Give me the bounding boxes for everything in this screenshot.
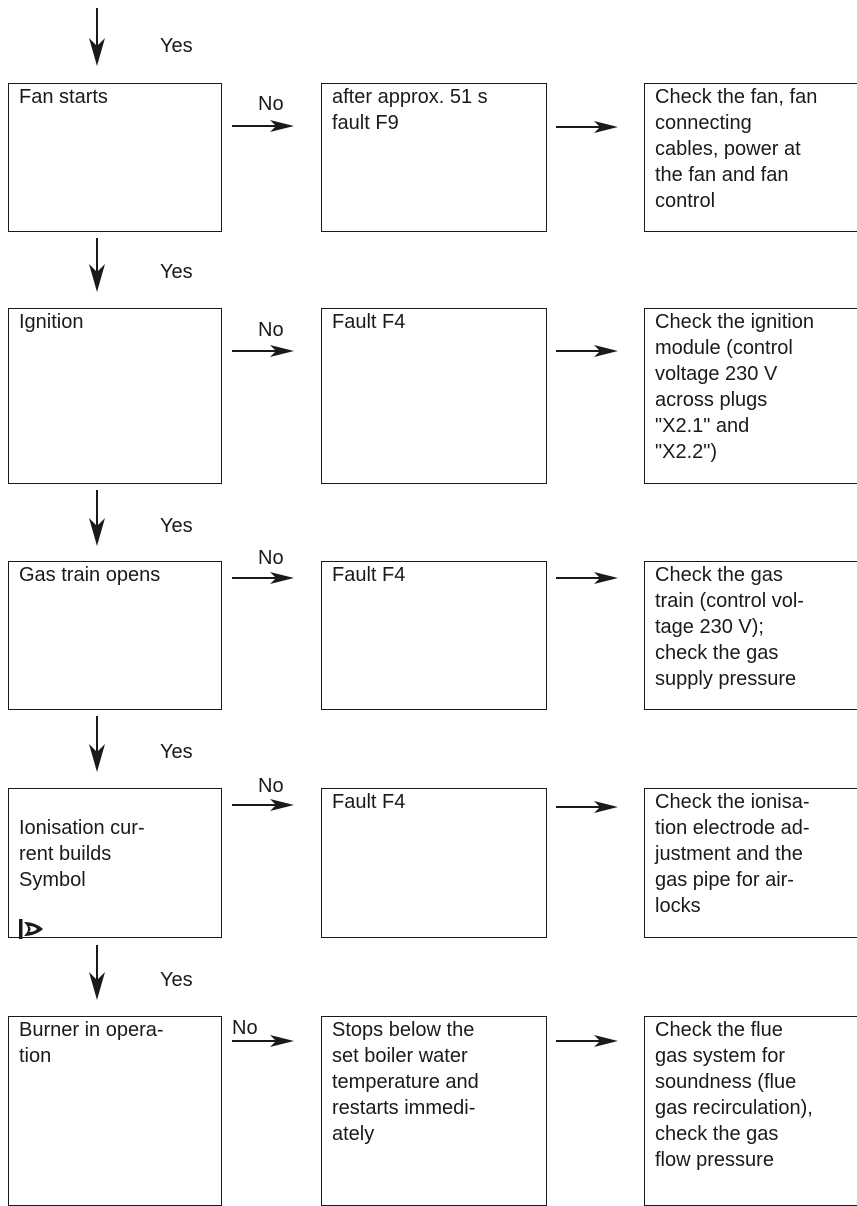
action-check-ionisation: Check the ionisa- tion electrode ad- jus… bbox=[644, 788, 857, 938]
no-label-3: No bbox=[258, 547, 284, 569]
no-label-1: No bbox=[258, 93, 284, 115]
result-fault-f9: after approx. 51 s fault F9 bbox=[321, 83, 547, 232]
no-label-2: No bbox=[258, 319, 284, 341]
condition-ignition: Ignition bbox=[8, 308, 222, 484]
result-fault-f4-gas-train: Fault F4 bbox=[321, 561, 547, 710]
result-stops-restarts: Stops below the set boiler water tempera… bbox=[321, 1016, 547, 1206]
yes-label-2: Yes bbox=[160, 515, 193, 537]
condition-gas-train-opens: Gas train opens bbox=[8, 561, 222, 710]
condition-fan-starts: Fan starts bbox=[8, 83, 222, 232]
no-arrows bbox=[232, 125, 278, 1042]
yes-label-3: Yes bbox=[160, 741, 193, 763]
yes-label-top: Yes bbox=[160, 35, 193, 57]
no-arrowheads bbox=[270, 120, 294, 1047]
no-label-5: No bbox=[232, 1017, 258, 1039]
action-arrowheads bbox=[594, 121, 618, 1047]
action-check-flue-gas: Check the flue gas system for soundness … bbox=[644, 1016, 857, 1206]
yes-arrowheads bbox=[89, 38, 105, 1000]
action-check-ignition: Check the ignition module (control volta… bbox=[644, 308, 857, 484]
condition-burner-in-operation: Burner in opera- tion bbox=[8, 1016, 222, 1206]
yes-label-1: Yes bbox=[160, 261, 193, 283]
condition-ionisation-current: Ionisation cur- rent builds Symbol bbox=[8, 788, 222, 939]
result-fault-f4-ignition: Fault F4 bbox=[321, 308, 547, 484]
action-arrows bbox=[556, 126, 602, 1042]
no-label-4: No bbox=[258, 775, 284, 797]
action-check-fan: Check the fan, fan connecting cables, po… bbox=[644, 83, 857, 232]
action-check-gas-train: Check the gas train (control vol- tage 2… bbox=[644, 561, 857, 710]
yes-label-4: Yes bbox=[160, 969, 193, 991]
condition-ionisation-text: Ionisation cur- rent builds Symbol bbox=[19, 817, 145, 891]
flame-icon bbox=[19, 893, 45, 946]
result-fault-f4-ionisation: Fault F4 bbox=[321, 788, 547, 938]
